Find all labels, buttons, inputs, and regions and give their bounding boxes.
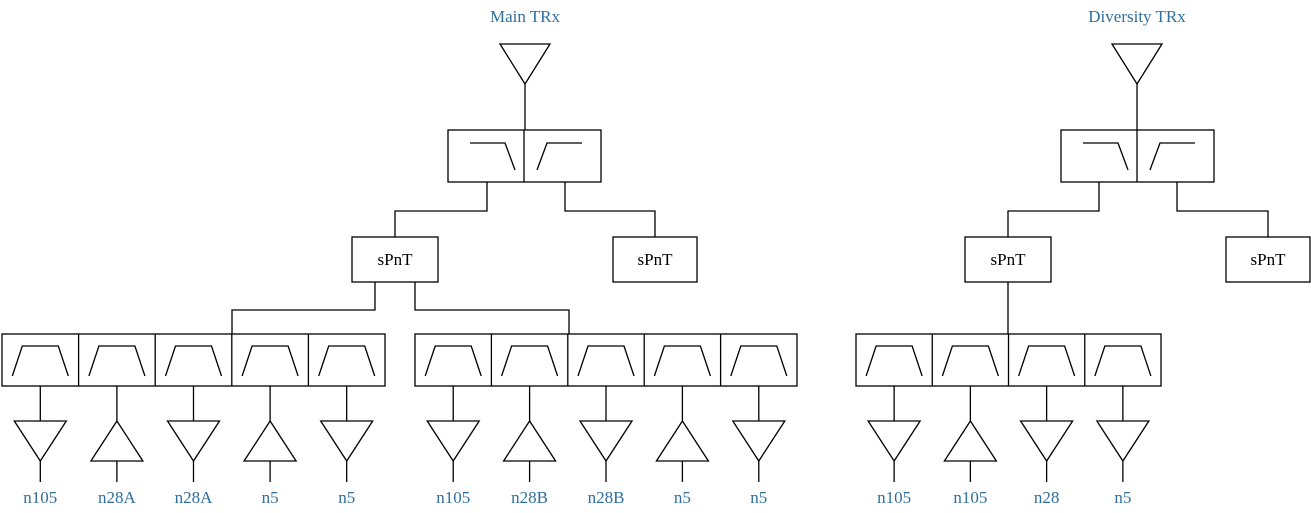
- rx-amplifier-icon: [166, 420, 221, 463]
- band-label: n28: [1034, 488, 1060, 507]
- rx-amplifier-icon: [731, 420, 786, 463]
- highpass-filter-icon: [1149, 142, 1195, 171]
- tx-amplifier-icon: [502, 419, 557, 462]
- rx-amplifier-icon: [578, 420, 634, 463]
- lowpass-filter-icon: [1083, 142, 1129, 171]
- diversity-switch-right: [1225, 236, 1311, 283]
- main-trx-chain: Main TRx sPnT sPnT n105 n28A n28A n5 n5 n105…: [1, 7, 798, 507]
- main-filter-bank-1: n105 n28A n28A n5 n5: [1, 333, 386, 507]
- rx-amplifier-icon: [319, 420, 374, 463]
- bandpass-filter-icon: [164, 345, 223, 377]
- main-switch-connections: [231, 282, 570, 334]
- diversity-antenna-icon: [1110, 43, 1164, 130]
- main-switch-right-label: sPnT: [638, 250, 674, 269]
- diversity-switch-left-label: sPnT: [991, 250, 1027, 269]
- band-label: n105: [953, 488, 987, 507]
- tx-amplifier-icon: [242, 419, 298, 462]
- tx-amplifier-icon: [655, 419, 710, 462]
- bandpass-filter-icon: [653, 345, 712, 377]
- bandpass-filter-icon: [318, 345, 376, 377]
- band-label: n28A: [98, 488, 137, 507]
- filter-bank-frame: [1, 333, 386, 387]
- bandpass-filter-icon: [241, 345, 299, 377]
- main-switch-left-label: sPnT: [378, 250, 414, 269]
- band-label: n105: [436, 488, 470, 507]
- highpass-filter-icon: [536, 142, 582, 171]
- band-label: n28A: [175, 488, 214, 507]
- bandpass-filter-icon: [1094, 345, 1152, 377]
- rx-amplifier-icon: [1019, 420, 1074, 463]
- rx-amplifier-icon: [866, 420, 922, 463]
- main-switch-left: [351, 236, 439, 283]
- tx-amplifier-icon: [943, 419, 998, 462]
- band-label: n105: [23, 488, 57, 507]
- rx-amplifier-icon: [13, 420, 68, 463]
- diversity-filter-bank: n105 n105 n28 n5: [855, 333, 1162, 507]
- rx-amplifier-icon: [426, 420, 481, 463]
- band-label: n5: [262, 488, 279, 507]
- lowpass-filter-icon: [470, 142, 516, 171]
- main-filter-bank-2: n105 n28B n28B n5 n5: [414, 333, 798, 507]
- main-trx-title: Main TRx: [490, 7, 561, 26]
- bandpass-filter-icon: [424, 345, 482, 377]
- tx-amplifier-icon: [89, 419, 145, 462]
- rx-amplifier-icon: [1095, 420, 1151, 463]
- diversity-diplexer-connections: [1007, 182, 1269, 237]
- bandpass-filter-icon: [1018, 345, 1076, 377]
- band-label: n105: [877, 488, 911, 507]
- band-label: n5: [674, 488, 691, 507]
- diversity-trx-title: Diversity TRx: [1088, 7, 1186, 26]
- band-label: n5: [1114, 488, 1131, 507]
- bandpass-filter-icon: [865, 345, 923, 377]
- band-label: n5: [750, 488, 767, 507]
- diversity-trx-chain: Diversity TRx sPnT sPnT n105 n105 n28 n5: [855, 7, 1311, 507]
- band-label: n5: [338, 488, 355, 507]
- bandpass-filter-icon: [941, 345, 999, 377]
- main-antenna-icon: [498, 43, 552, 130]
- main-diplexer-connections: [394, 182, 656, 237]
- main-diplexer: [447, 129, 602, 183]
- bandpass-filter-icon: [11, 345, 69, 377]
- main-switch-right: [612, 236, 698, 283]
- bandpass-filter-icon: [577, 345, 635, 377]
- diversity-diplexer: [1060, 129, 1215, 183]
- bandpass-filter-icon: [730, 345, 788, 377]
- band-label: n28B: [511, 488, 548, 507]
- bandpass-filter-icon: [500, 345, 559, 377]
- filter-bank-frame: [414, 333, 798, 387]
- diversity-switch-left: [964, 236, 1052, 283]
- bandpass-filter-icon: [88, 345, 146, 377]
- band-label: n28B: [588, 488, 625, 507]
- diversity-switch-right-label: sPnT: [1251, 250, 1287, 269]
